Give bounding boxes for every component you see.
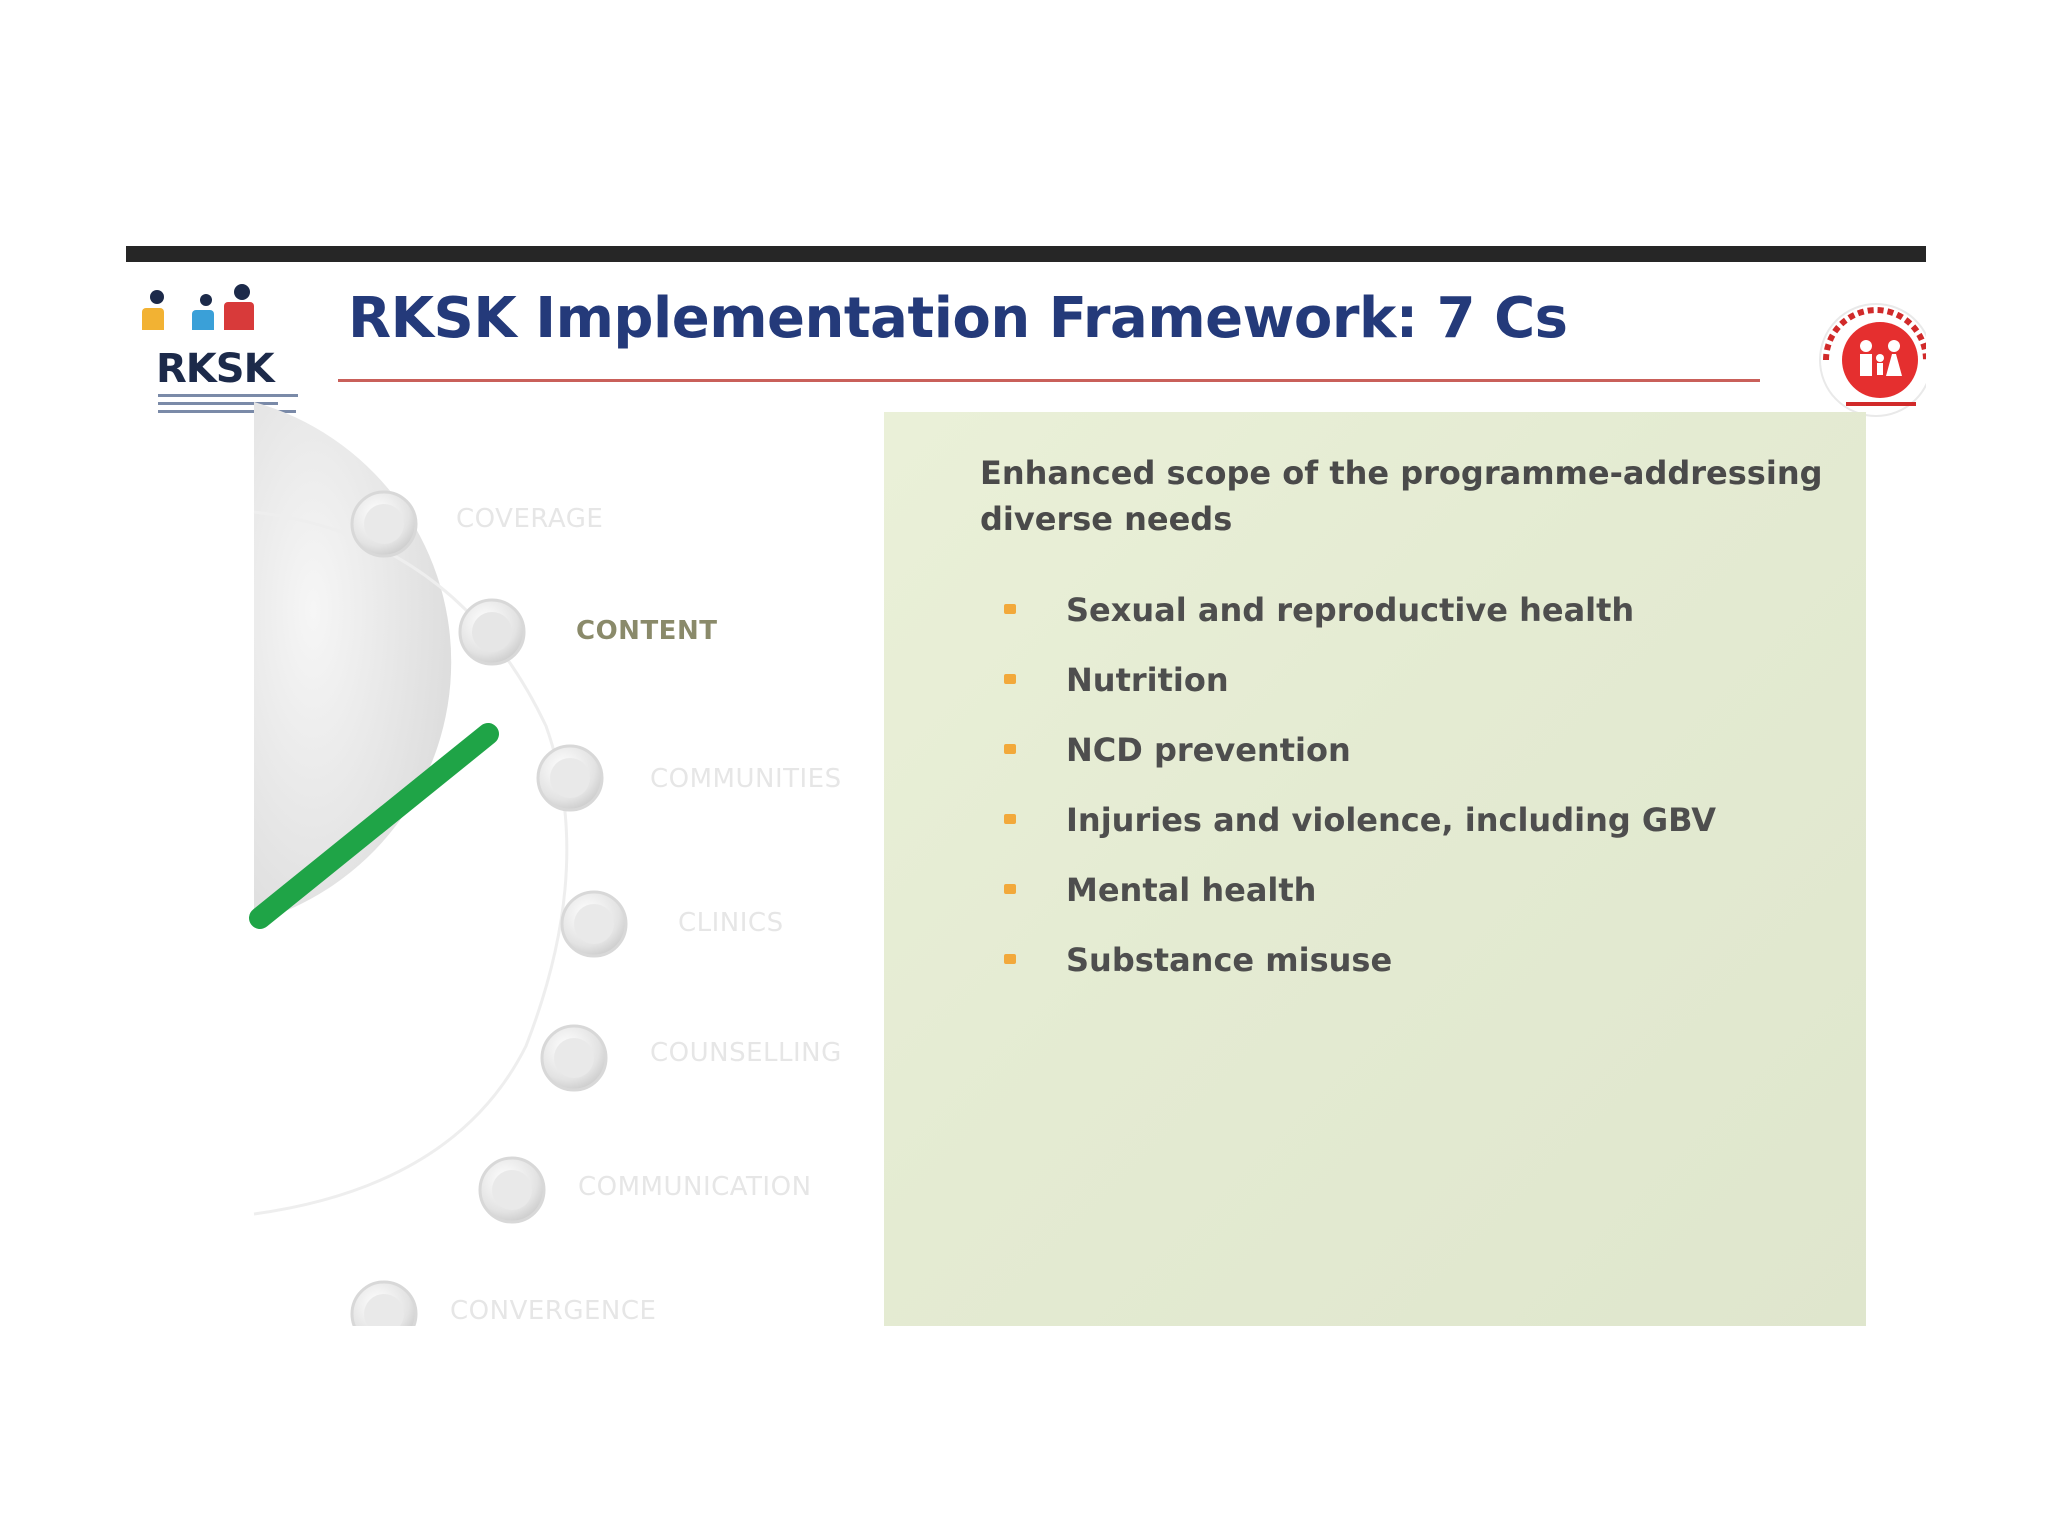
knob-clinics (560, 890, 628, 958)
label-communication: COMMUNICATION (578, 1172, 812, 1202)
dial-arc (253, 510, 569, 1216)
knob-coverage (350, 490, 418, 558)
knob-content (458, 598, 526, 666)
title-underline (338, 379, 1760, 382)
slide: RKSK RKSK Implementation Framework: 7 Cs (126, 246, 1926, 1326)
label-content: CONTENT (576, 616, 718, 646)
list-item: NCD prevention (1004, 730, 1716, 800)
label-counselling: COUNSELLING (650, 1038, 842, 1068)
list-item: Nutrition (1004, 660, 1716, 730)
list-item: Sexual and reproductive health (1004, 590, 1716, 660)
knob-communication (478, 1156, 546, 1224)
slide-title: RKSK Implementation Framework: 7 Cs (348, 286, 1568, 351)
top-bar (126, 246, 1926, 262)
rksk-logo: RKSK (126, 284, 306, 420)
label-convergence: CONVERGENCE (450, 1296, 657, 1326)
logo-subline (158, 410, 296, 413)
knob-counselling (540, 1024, 608, 1092)
label-coverage: COVERAGE (456, 504, 604, 534)
bullet-list: Sexual and reproductive health Nutrition… (1004, 590, 1716, 1010)
bullet-text: Sexual and reproductive health (1066, 591, 1635, 629)
logo-subline (158, 394, 298, 397)
panel-heading: Enhanced scope of the programme-addressi… (980, 454, 1823, 538)
seven-cs-diagram: COVERAGE CONTENT COMMUNITIES CLINICS COU… (126, 396, 886, 1326)
list-item: Substance misuse (1004, 940, 1716, 1010)
bullet-icon (1004, 814, 1016, 824)
label-clinics: CLINICS (678, 908, 784, 938)
content-panel: Enhanced scope of the programme-addressi… (884, 412, 1866, 1326)
bullet-text: Mental health (1066, 871, 1317, 909)
list-item: Mental health (1004, 870, 1716, 940)
rksk-logo-text: RKSK (156, 346, 275, 392)
label-communities: COMMUNITIES (650, 764, 842, 794)
bullet-icon (1004, 674, 1016, 684)
bullet-icon (1004, 884, 1016, 894)
dial-pointer (249, 723, 499, 929)
bullet-text: NCD prevention (1066, 731, 1351, 769)
nhm-logo (1819, 303, 1926, 417)
bullet-icon (1004, 954, 1016, 964)
knob-communities (536, 744, 604, 812)
bullet-icon (1004, 744, 1016, 754)
bullet-text: Injuries and violence, including GBV (1066, 801, 1717, 839)
bullet-text: Nutrition (1066, 661, 1229, 699)
bullet-icon (1004, 604, 1016, 614)
diagram-graphics (249, 402, 628, 1326)
logo-subline (158, 402, 278, 405)
list-item: Injuries and violence, including GBV (1004, 800, 1716, 870)
knob-convergence (350, 1280, 418, 1326)
bullet-text: Substance misuse (1066, 941, 1393, 979)
